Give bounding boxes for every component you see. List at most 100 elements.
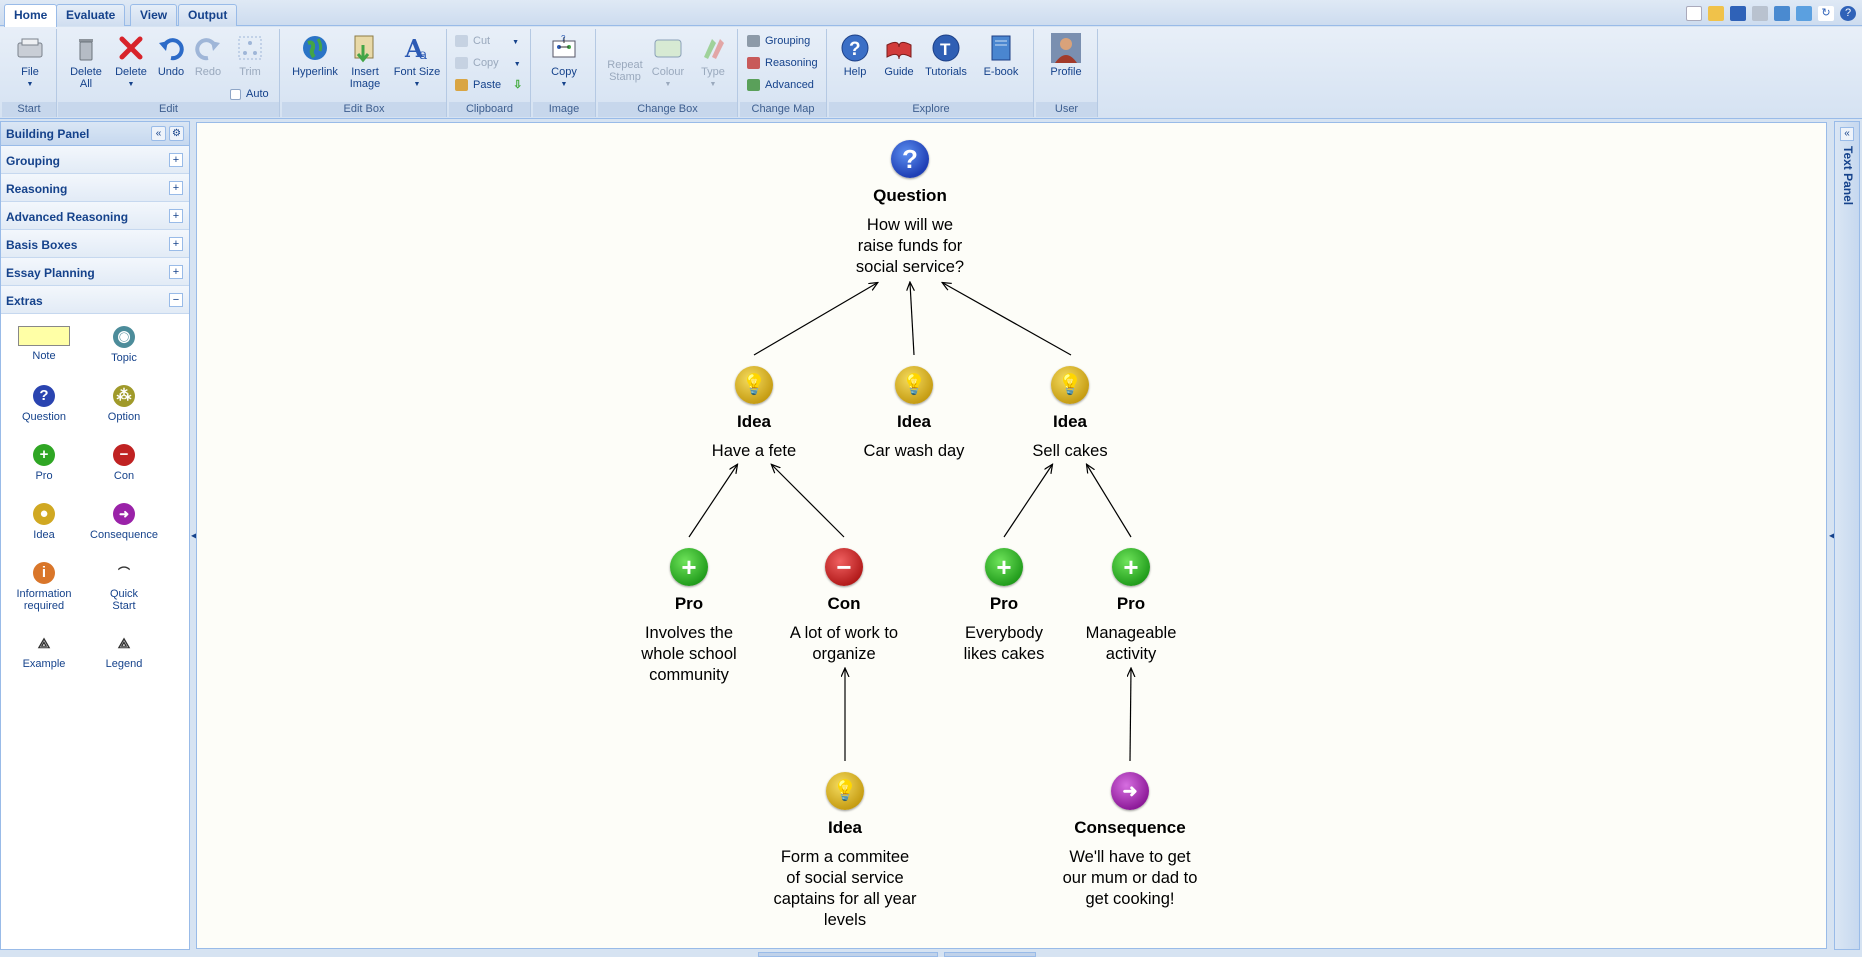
paste-button[interactable]: Paste⇩ bbox=[455, 76, 522, 94]
node-type: Idea bbox=[896, 412, 932, 431]
section-essay-planning[interactable]: Essay Planning+ bbox=[1, 258, 189, 286]
save-as-icon[interactable] bbox=[1752, 6, 1768, 21]
extras-example[interactable]: ⟁ Example bbox=[4, 632, 84, 670]
section-advanced-reasoning[interactable]: Advanced Reasoning+ bbox=[1, 202, 189, 230]
tab-output[interactable]: Output bbox=[178, 4, 238, 26]
copy-button[interactable]: Copy▼ bbox=[455, 54, 521, 72]
expand-icon[interactable]: + bbox=[169, 237, 183, 251]
node-con-work[interactable]: − Con A lot of work to organize bbox=[764, 548, 924, 665]
insert-image-button[interactable]: Insert Image bbox=[342, 33, 388, 90]
text-panel[interactable]: « Text Panel bbox=[1834, 121, 1860, 950]
group-label-user: User bbox=[1036, 102, 1097, 117]
group-label-explore: Explore bbox=[829, 102, 1033, 117]
node-pro-cakes[interactable]: + Pro Everybody likes cakes bbox=[924, 548, 1084, 665]
extras-question[interactable]: ? Question bbox=[4, 385, 84, 423]
extras-note[interactable]: Note bbox=[4, 326, 84, 362]
cut-label: Cut bbox=[473, 35, 491, 47]
refresh-icon[interactable]: ↻ bbox=[1818, 6, 1834, 21]
settings-icon[interactable]: ⚙ bbox=[169, 126, 184, 141]
group-explore: ? Help Guide T Tutorials E-book Explore bbox=[829, 29, 1034, 117]
collapse-icon[interactable]: − bbox=[169, 293, 183, 307]
node-pro-manage[interactable]: + Pro Manageable activity bbox=[1051, 548, 1211, 665]
section-extras[interactable]: Extras − bbox=[1, 286, 189, 314]
extras-grid: Note ◉ Topic ? Question ⁂ Option + Pro −… bbox=[1, 314, 189, 694]
group-change-map: Grouping Reasoning Advanced Change Map bbox=[740, 29, 827, 117]
colour-button[interactable]: Colour ▼ bbox=[648, 33, 688, 91]
horizontal-scrollbar[interactable] bbox=[758, 952, 938, 957]
screen-icon[interactable] bbox=[1796, 6, 1812, 21]
guide-button[interactable]: Guide bbox=[879, 33, 919, 78]
delete-button[interactable]: Delete ▼ bbox=[108, 33, 154, 91]
extras-topic[interactable]: ◉ Topic bbox=[84, 326, 164, 364]
extras-information-required[interactable]: i Information required bbox=[4, 562, 84, 612]
ebook-button[interactable]: E-book bbox=[981, 33, 1021, 78]
extras-label: Con bbox=[113, 470, 135, 482]
node-pro-school[interactable]: + Pro Involves the whole school communit… bbox=[609, 548, 769, 686]
section-label: Extras bbox=[6, 294, 43, 308]
extras-idea[interactable]: ● Idea bbox=[4, 503, 84, 541]
expand-icon[interactable]: + bbox=[169, 153, 183, 167]
file-button[interactable]: File ▼ bbox=[10, 33, 50, 91]
node-idea-committee[interactable]: 💡 Idea Form a commitee of social service… bbox=[765, 772, 925, 931]
idea-icon: ● bbox=[33, 503, 55, 525]
section-grouping[interactable]: Grouping+ bbox=[1, 146, 189, 174]
node-idea-cakes[interactable]: 💡 Idea Sell cakes bbox=[990, 366, 1150, 462]
ribbon-toolbar: File ▼ Start Delete All Delete ▼ Undo Re… bbox=[0, 27, 1862, 119]
node-idea-carwash[interactable]: 💡 Idea Car wash day bbox=[834, 366, 994, 462]
extras-legend[interactable]: ⟁ Legend bbox=[84, 632, 164, 670]
extras-pro[interactable]: + Pro bbox=[4, 444, 84, 482]
type-button[interactable]: Type ▼ bbox=[693, 33, 733, 91]
right-splitter[interactable]: ◀ bbox=[1828, 121, 1835, 950]
extras-label: Example bbox=[22, 658, 66, 670]
auto-checkbox[interactable]: Auto bbox=[230, 85, 269, 103]
trim-button[interactable]: Trim bbox=[230, 33, 270, 78]
map-canvas[interactable]: ? Question How will we raise funds for s… bbox=[196, 122, 1827, 949]
export-icon[interactable] bbox=[1774, 6, 1790, 21]
open-folder-icon[interactable] bbox=[1708, 6, 1724, 21]
tab-evaluate[interactable]: Evaluate bbox=[56, 4, 126, 26]
scroll-segment[interactable] bbox=[944, 952, 1036, 957]
extras-quick-start[interactable]: ⌒ Quick Start bbox=[84, 562, 164, 612]
node-type: Con bbox=[827, 594, 861, 613]
profile-button[interactable]: Profile bbox=[1046, 33, 1086, 78]
extras-consequence[interactable]: ➜ Consequence bbox=[84, 503, 164, 541]
collapse-panel-icon[interactable]: « bbox=[151, 126, 166, 141]
idea-icon: 💡 bbox=[826, 772, 864, 810]
svg-text:?: ? bbox=[561, 34, 566, 43]
cut-button[interactable]: Cut▼ bbox=[455, 32, 519, 50]
extras-con[interactable]: − Con bbox=[84, 444, 164, 482]
copy-image-icon: ? bbox=[552, 34, 576, 58]
undo-button[interactable]: Undo bbox=[151, 33, 191, 78]
node-idea-fete[interactable]: 💡 Idea Have a fete bbox=[674, 366, 834, 462]
tab-home[interactable]: Home bbox=[4, 4, 58, 27]
group-user: Profile User bbox=[1036, 29, 1098, 117]
advanced-button[interactable]: Advanced bbox=[747, 76, 814, 94]
node-consequence[interactable]: ➜ Consequence We'll have to get our mum … bbox=[1050, 772, 1210, 910]
tutorials-button[interactable]: T Tutorials bbox=[921, 33, 971, 78]
expand-icon[interactable]: + bbox=[169, 209, 183, 223]
expand-icon[interactable]: + bbox=[169, 181, 183, 195]
grouping-button[interactable]: Grouping bbox=[747, 32, 810, 50]
node-question[interactable]: ? Question How will we raise funds for s… bbox=[830, 140, 990, 278]
chevron-left-icon: ◀ bbox=[191, 531, 198, 540]
delete-all-button[interactable]: Delete All bbox=[63, 33, 109, 90]
help-button[interactable]: ? Help bbox=[835, 33, 875, 78]
save-icon[interactable] bbox=[1730, 6, 1746, 21]
expand-panel-icon[interactable]: « bbox=[1840, 127, 1854, 141]
hyperlink-button[interactable]: Hyperlink bbox=[290, 33, 340, 78]
help-small-icon[interactable]: ? bbox=[1840, 6, 1856, 21]
section-reasoning[interactable]: Reasoning+ bbox=[1, 174, 189, 202]
expand-icon[interactable]: + bbox=[169, 265, 183, 279]
left-splitter[interactable]: ◀ bbox=[190, 121, 198, 950]
copy-image-button[interactable]: ? Copy ▼ bbox=[543, 33, 585, 91]
redo-button[interactable]: Redo bbox=[188, 33, 228, 78]
extras-option[interactable]: ⁂ Option bbox=[84, 385, 164, 423]
node-type: Idea bbox=[1052, 412, 1088, 431]
reasoning-button[interactable]: Reasoning bbox=[747, 54, 818, 72]
section-basis-boxes[interactable]: Basis Boxes+ bbox=[1, 230, 189, 258]
tab-view[interactable]: View bbox=[130, 4, 178, 26]
repeat-stamp-button[interactable]: Repeat Stamp bbox=[603, 59, 647, 83]
new-file-icon[interactable] bbox=[1686, 6, 1702, 21]
group-label-change-box: Change Box bbox=[598, 102, 737, 117]
